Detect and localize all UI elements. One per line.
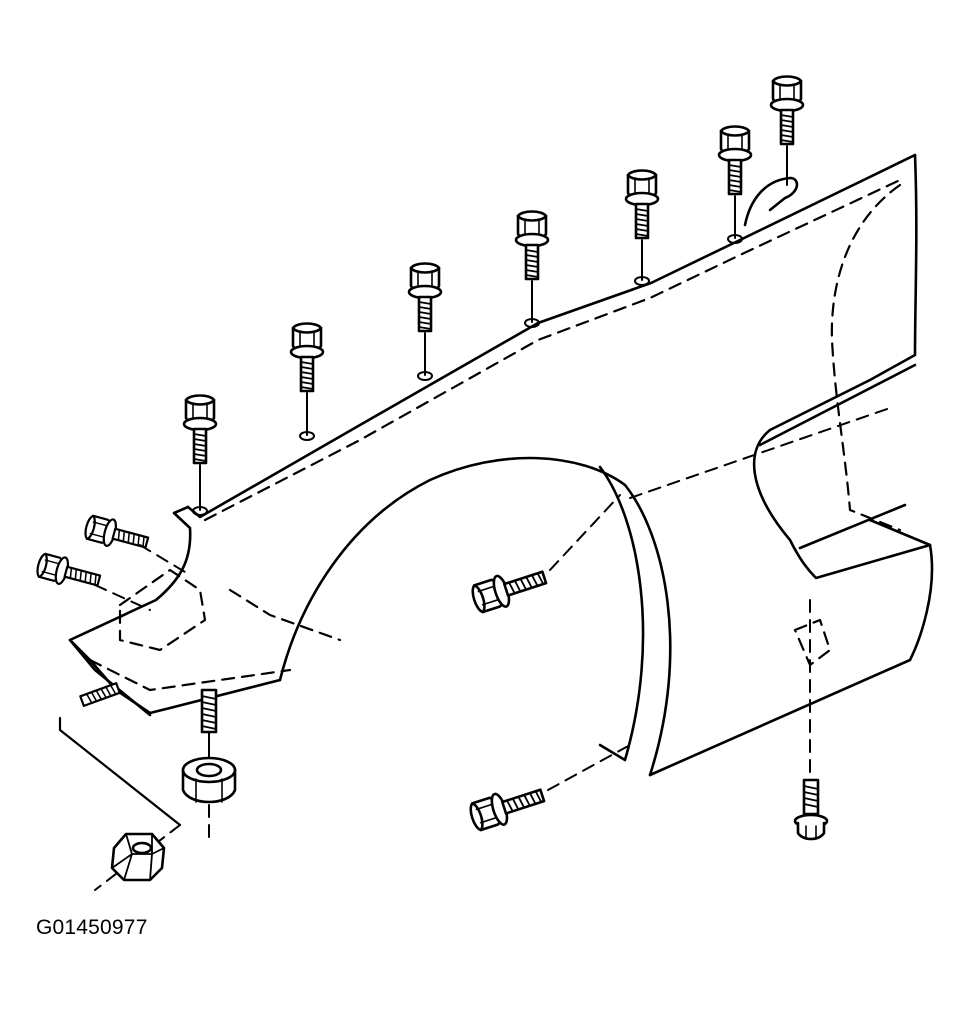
hex-nut-icon xyxy=(110,832,166,882)
hidden-front-lower xyxy=(88,658,292,692)
flange-holes xyxy=(192,234,743,516)
flange-bolt-icon xyxy=(289,322,325,393)
fender-panel xyxy=(68,153,934,777)
lower-vertical-stud xyxy=(200,688,218,761)
hidden-bracket-rear xyxy=(793,618,832,667)
fender-top-curl xyxy=(743,176,799,227)
flange-bolt-icon xyxy=(717,125,753,196)
hex-nut-icon xyxy=(181,756,237,804)
arch-bolt-line-upper xyxy=(549,494,621,571)
front-bolt-line-1 xyxy=(139,544,191,576)
hidden-mount xyxy=(228,588,342,642)
flange-bolt-icon xyxy=(793,813,829,841)
fender-rear-edge xyxy=(648,153,934,777)
flange-bolt-icon xyxy=(624,169,660,240)
lower-rear-bolt xyxy=(793,599,829,841)
figure-identifier: G01450977 xyxy=(36,916,148,939)
flange-bolt-icon xyxy=(407,262,443,333)
rear-gap-line-2 xyxy=(868,518,932,547)
flange-bolt-icon xyxy=(514,210,550,281)
wheel-arch-inner xyxy=(598,465,645,762)
hidden-front-box xyxy=(118,568,207,652)
flange-bolt-icon xyxy=(769,75,805,146)
hidden-rear-contour xyxy=(830,183,902,532)
arch-bolt-line-upper-long xyxy=(629,407,891,499)
front-bolt-line-2 xyxy=(94,584,151,611)
flange-bolt-icon xyxy=(81,512,152,557)
flange-bolt-icon xyxy=(182,394,218,465)
flange-bolt-icon xyxy=(468,560,551,617)
wheel-opening-bolts xyxy=(466,407,891,835)
wheel-arch-outer xyxy=(278,456,627,682)
lower-front-stud xyxy=(58,682,182,891)
flange-bolt-icon xyxy=(33,550,104,595)
wheel-arch-flare xyxy=(623,483,672,777)
front-bolts xyxy=(33,512,191,611)
top-bolt-center-lines xyxy=(199,145,788,511)
rear-gap-line-3 xyxy=(798,503,907,550)
arch-bolt-line-lower xyxy=(547,744,631,791)
hidden-top-rail xyxy=(203,178,902,522)
flange-bolt-icon xyxy=(466,778,549,835)
hidden-lines xyxy=(88,178,902,692)
fender-front-flange xyxy=(68,638,152,717)
